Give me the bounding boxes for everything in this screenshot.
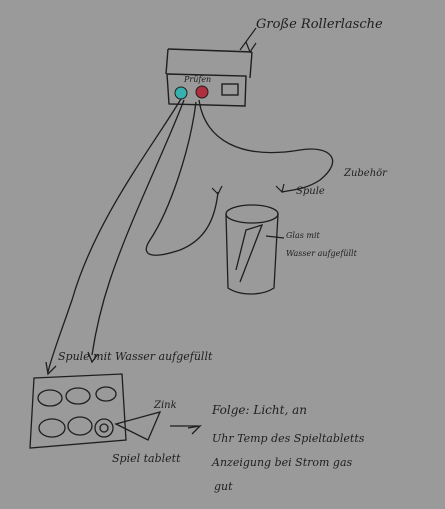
terminal-left <box>175 87 187 99</box>
note-line-2: Uhr Temp des Spieltabletts <box>212 432 365 445</box>
zink-label: Zink <box>153 400 177 411</box>
glass-label-line1: Glas mit <box>286 231 321 240</box>
device-inner-label: Prüfen <box>183 75 211 84</box>
note-line-4: gut <box>214 480 233 493</box>
terminal-right <box>196 86 208 98</box>
wire-label-upper: Zubehör <box>343 168 388 179</box>
wire-label-coil: Spule <box>296 186 325 197</box>
sheet-label: Spiel tablett <box>112 452 181 465</box>
coil-label-bottom: Spule mit Wasser aufgefüllt <box>58 350 213 363</box>
device-title-label: Große Rollerlasche <box>256 17 383 32</box>
note-line-1: Folge: Licht, an <box>211 403 307 417</box>
glass-label-line2: Wasser aufgefüllt <box>286 249 358 258</box>
note-line-3: Anzeigung bei Strom gas <box>211 456 353 469</box>
